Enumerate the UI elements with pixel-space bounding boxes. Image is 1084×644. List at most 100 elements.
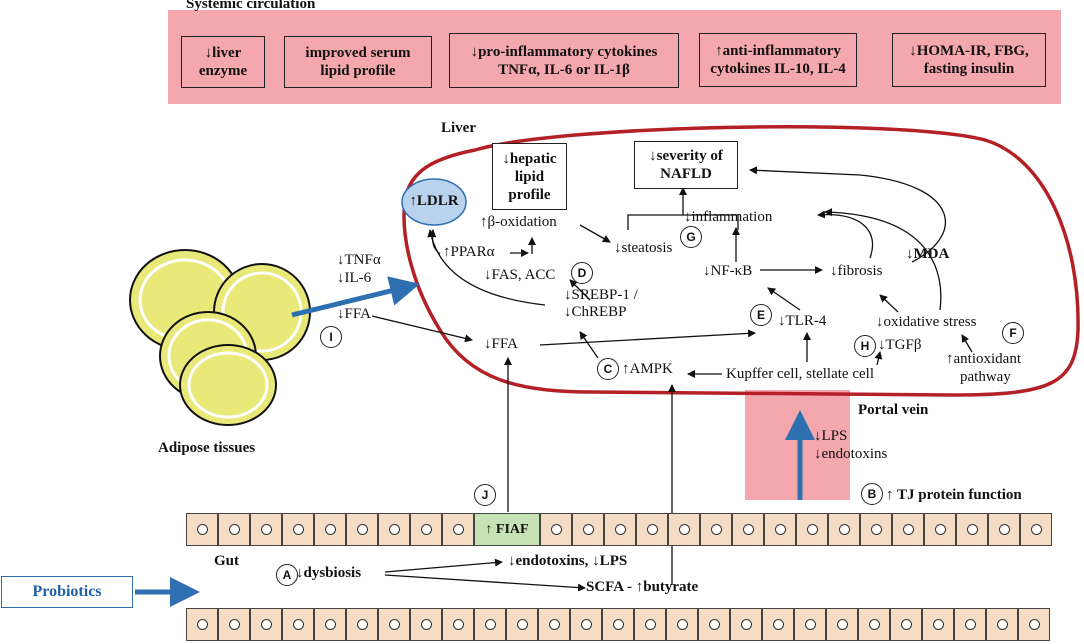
adipose-cells	[129, 249, 311, 426]
marker-i: I	[320, 326, 342, 348]
cell-nucleus	[260, 619, 272, 630]
marker-d: D	[571, 262, 593, 284]
portal-lps-label: ↓LPS	[814, 428, 848, 444]
marker-a: A	[276, 564, 298, 586]
epithelial-cell	[282, 608, 314, 641]
epithelial-cell	[634, 608, 666, 641]
epithelial-cell	[346, 513, 378, 546]
cell-nucleus	[548, 619, 560, 630]
fas-acc-label: ↓FAS, ACC	[484, 267, 556, 283]
ppar-label: ↑PPARα	[443, 244, 495, 260]
epithelial-cell	[540, 513, 572, 546]
antioxidant-line2: pathway	[960, 369, 1011, 385]
cell-nucleus	[580, 619, 592, 630]
adipose-ffa-label: ↓FFA	[337, 306, 371, 322]
cell-nucleus	[292, 619, 304, 630]
cell-nucleus	[452, 524, 464, 535]
gut-endotoxins-label: ↓endotoxins, ↓LPS	[508, 553, 628, 569]
cell-nucleus	[1030, 524, 1042, 535]
srebp-line1: ↓SREBP-1 /	[564, 287, 638, 303]
epithelial-cell	[186, 513, 218, 546]
cell-nucleus	[902, 524, 914, 535]
cell-nucleus	[196, 524, 208, 535]
epithelial-cell	[378, 608, 410, 641]
cell-nucleus	[710, 524, 722, 535]
ampk-label: ↑AMPK	[622, 361, 673, 377]
epithelial-cell	[410, 608, 442, 641]
epithelial-cell	[796, 513, 828, 546]
tj-protein-label: ↑ TJ protein function	[886, 487, 1022, 503]
cell-nucleus	[900, 619, 912, 630]
cell-nucleus	[870, 524, 882, 535]
homa-ir-box: ↓HOMA-IR, FBG,fasting insulin	[892, 33, 1046, 87]
epithelial-cell	[442, 608, 474, 641]
cell-nucleus	[388, 619, 400, 630]
marker-j: J	[474, 484, 496, 506]
scfa-label: SCFA - ↑butyrate	[586, 579, 699, 595]
marker-e: E	[750, 304, 772, 326]
epithelial-cell	[730, 608, 762, 641]
epithelial-cell	[218, 513, 250, 546]
epithelial-cell	[922, 608, 954, 641]
cell-nucleus	[838, 524, 850, 535]
epithelial-cell	[890, 608, 922, 641]
cell-nucleus	[676, 619, 688, 630]
epithelial-cell	[860, 513, 892, 546]
epithelial-cell	[666, 608, 698, 641]
cell-nucleus	[228, 619, 240, 630]
portal-endotoxins-label: ↓endotoxins	[814, 446, 888, 462]
epithelial-cell	[858, 608, 890, 641]
cell-nucleus	[324, 619, 336, 630]
cell-nucleus	[324, 524, 336, 535]
liver-title: Liver	[441, 120, 476, 136]
epithelial-cell	[988, 513, 1020, 546]
cell-nucleus	[836, 619, 848, 630]
liver-ffa-label: ↓FFA	[484, 336, 518, 352]
epithelial-cell	[636, 513, 668, 546]
cell-nucleus	[356, 524, 368, 535]
cell-nucleus	[420, 619, 432, 630]
epithelial-cell	[954, 608, 986, 641]
cell-nucleus	[708, 619, 720, 630]
epithelial-cell	[986, 608, 1018, 641]
cell-nucleus	[644, 619, 656, 630]
marker-b: B	[861, 483, 883, 505]
epithelial-cell	[826, 608, 858, 641]
adipose-label: Adipose tissues	[158, 440, 256, 456]
pathway-arrows	[371, 166, 973, 592]
epithelial-cell	[314, 608, 346, 641]
epithelial-cell	[570, 608, 602, 641]
epithelial-cell	[700, 513, 732, 546]
tlr4-label: ↓TLR-4	[778, 313, 827, 329]
gut-epithelium-top: ↑ FIAF	[186, 513, 1052, 546]
inflammation-label: ↓inflammation	[684, 209, 773, 225]
portal-vein-label: Portal vein	[858, 402, 929, 418]
cell-nucleus	[804, 619, 816, 630]
tgfb-label: ↓TGFβ	[878, 337, 922, 353]
cell-nucleus	[612, 619, 624, 630]
epithelial-cell	[410, 513, 442, 546]
cell-nucleus	[484, 619, 496, 630]
ldlr-label: ↑LDLR	[409, 193, 459, 209]
epithelial-cell	[250, 608, 282, 641]
cell-nucleus	[740, 619, 752, 630]
il6-label: ↓IL-6	[337, 270, 372, 286]
epithelial-cell	[378, 513, 410, 546]
epithelial-cell	[924, 513, 956, 546]
epithelial-cell	[764, 513, 796, 546]
cell-nucleus	[774, 524, 786, 535]
cell-nucleus	[292, 524, 304, 535]
cell-nucleus	[996, 619, 1008, 630]
epithelial-cell	[604, 513, 636, 546]
epithelial-cell	[186, 608, 218, 641]
epithelial-cell	[346, 608, 378, 641]
epithelial-cell	[698, 608, 730, 641]
probiotics-box: Probiotics	[1, 576, 133, 608]
marker-g: G	[680, 226, 702, 248]
epithelial-cell	[250, 513, 282, 546]
steatosis-label: ↓steatosis	[614, 240, 673, 256]
cell-nucleus	[388, 524, 400, 535]
adipose-to-liver-arrow	[291, 276, 420, 318]
